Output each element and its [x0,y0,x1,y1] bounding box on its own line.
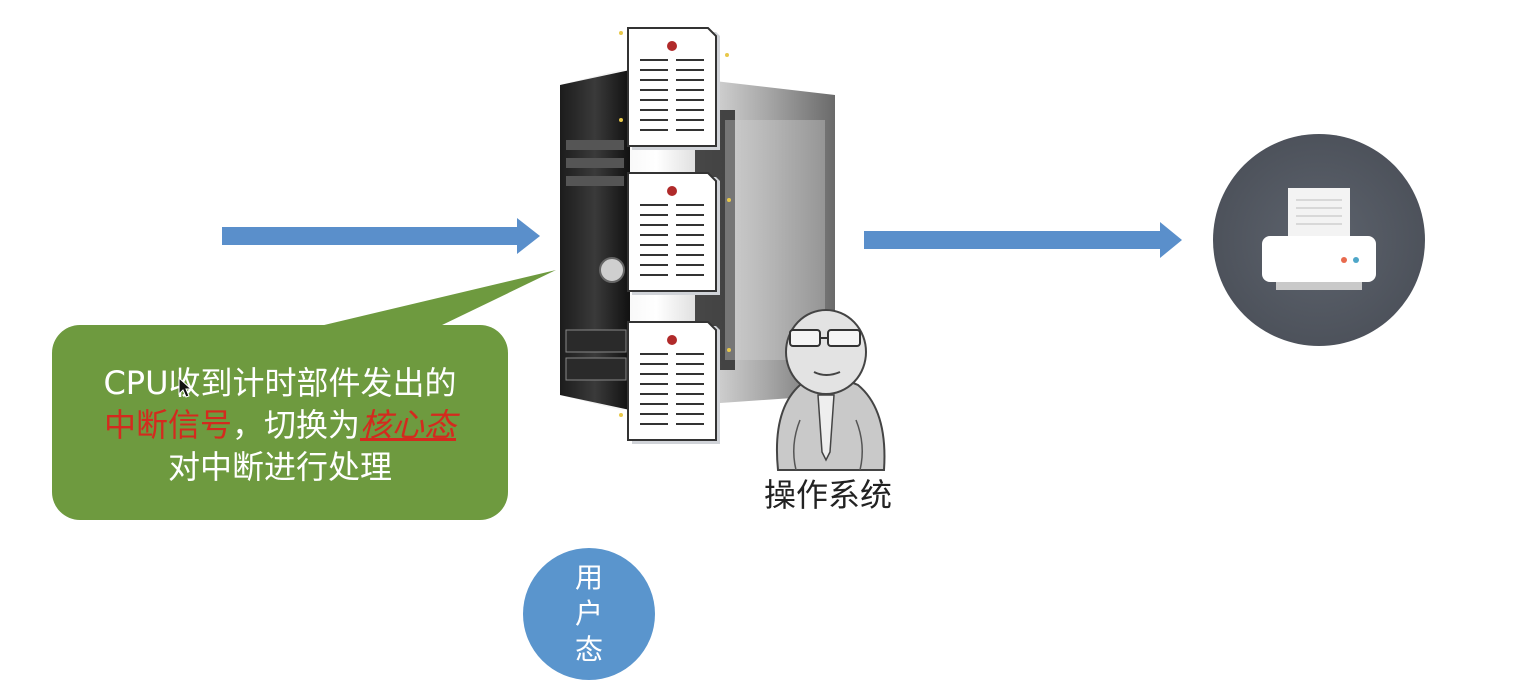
mouse-cursor-icon [178,377,193,398]
user-state-char-3: 态 [574,633,603,666]
callout-line-2: 中断信号，切换为核心态 [60,404,500,446]
kernel-mode-text: 核心态 [360,406,457,444]
switch-to-text: ，切换为 [231,406,360,444]
user-state-char-1: 用 [574,561,603,594]
callout-bubble [52,270,556,520]
selection-handles [619,31,731,417]
input-arrow [222,218,540,254]
user-state-char-2: 户 [574,597,603,630]
interrupt-signal-text: 中断信号 [103,406,232,444]
callout-line-3: 对中断进行处理 [167,448,392,486]
os-label: 操作系统 [763,476,892,514]
callout-text: CPU收到计时部件发出的 中断信号，切换为核心态 对中断进行处理 [60,362,500,488]
printer-icon [1213,134,1425,346]
document-icon-2 [627,172,720,295]
output-arrow [864,222,1182,258]
user-state-badge: 用 户 态 [523,548,655,680]
person-sketch-icon [775,309,886,471]
callout-line-1: CPU收到计时部件发出的 [103,364,457,402]
document-icon-3 [627,321,720,444]
document-icon-1 [627,27,720,150]
